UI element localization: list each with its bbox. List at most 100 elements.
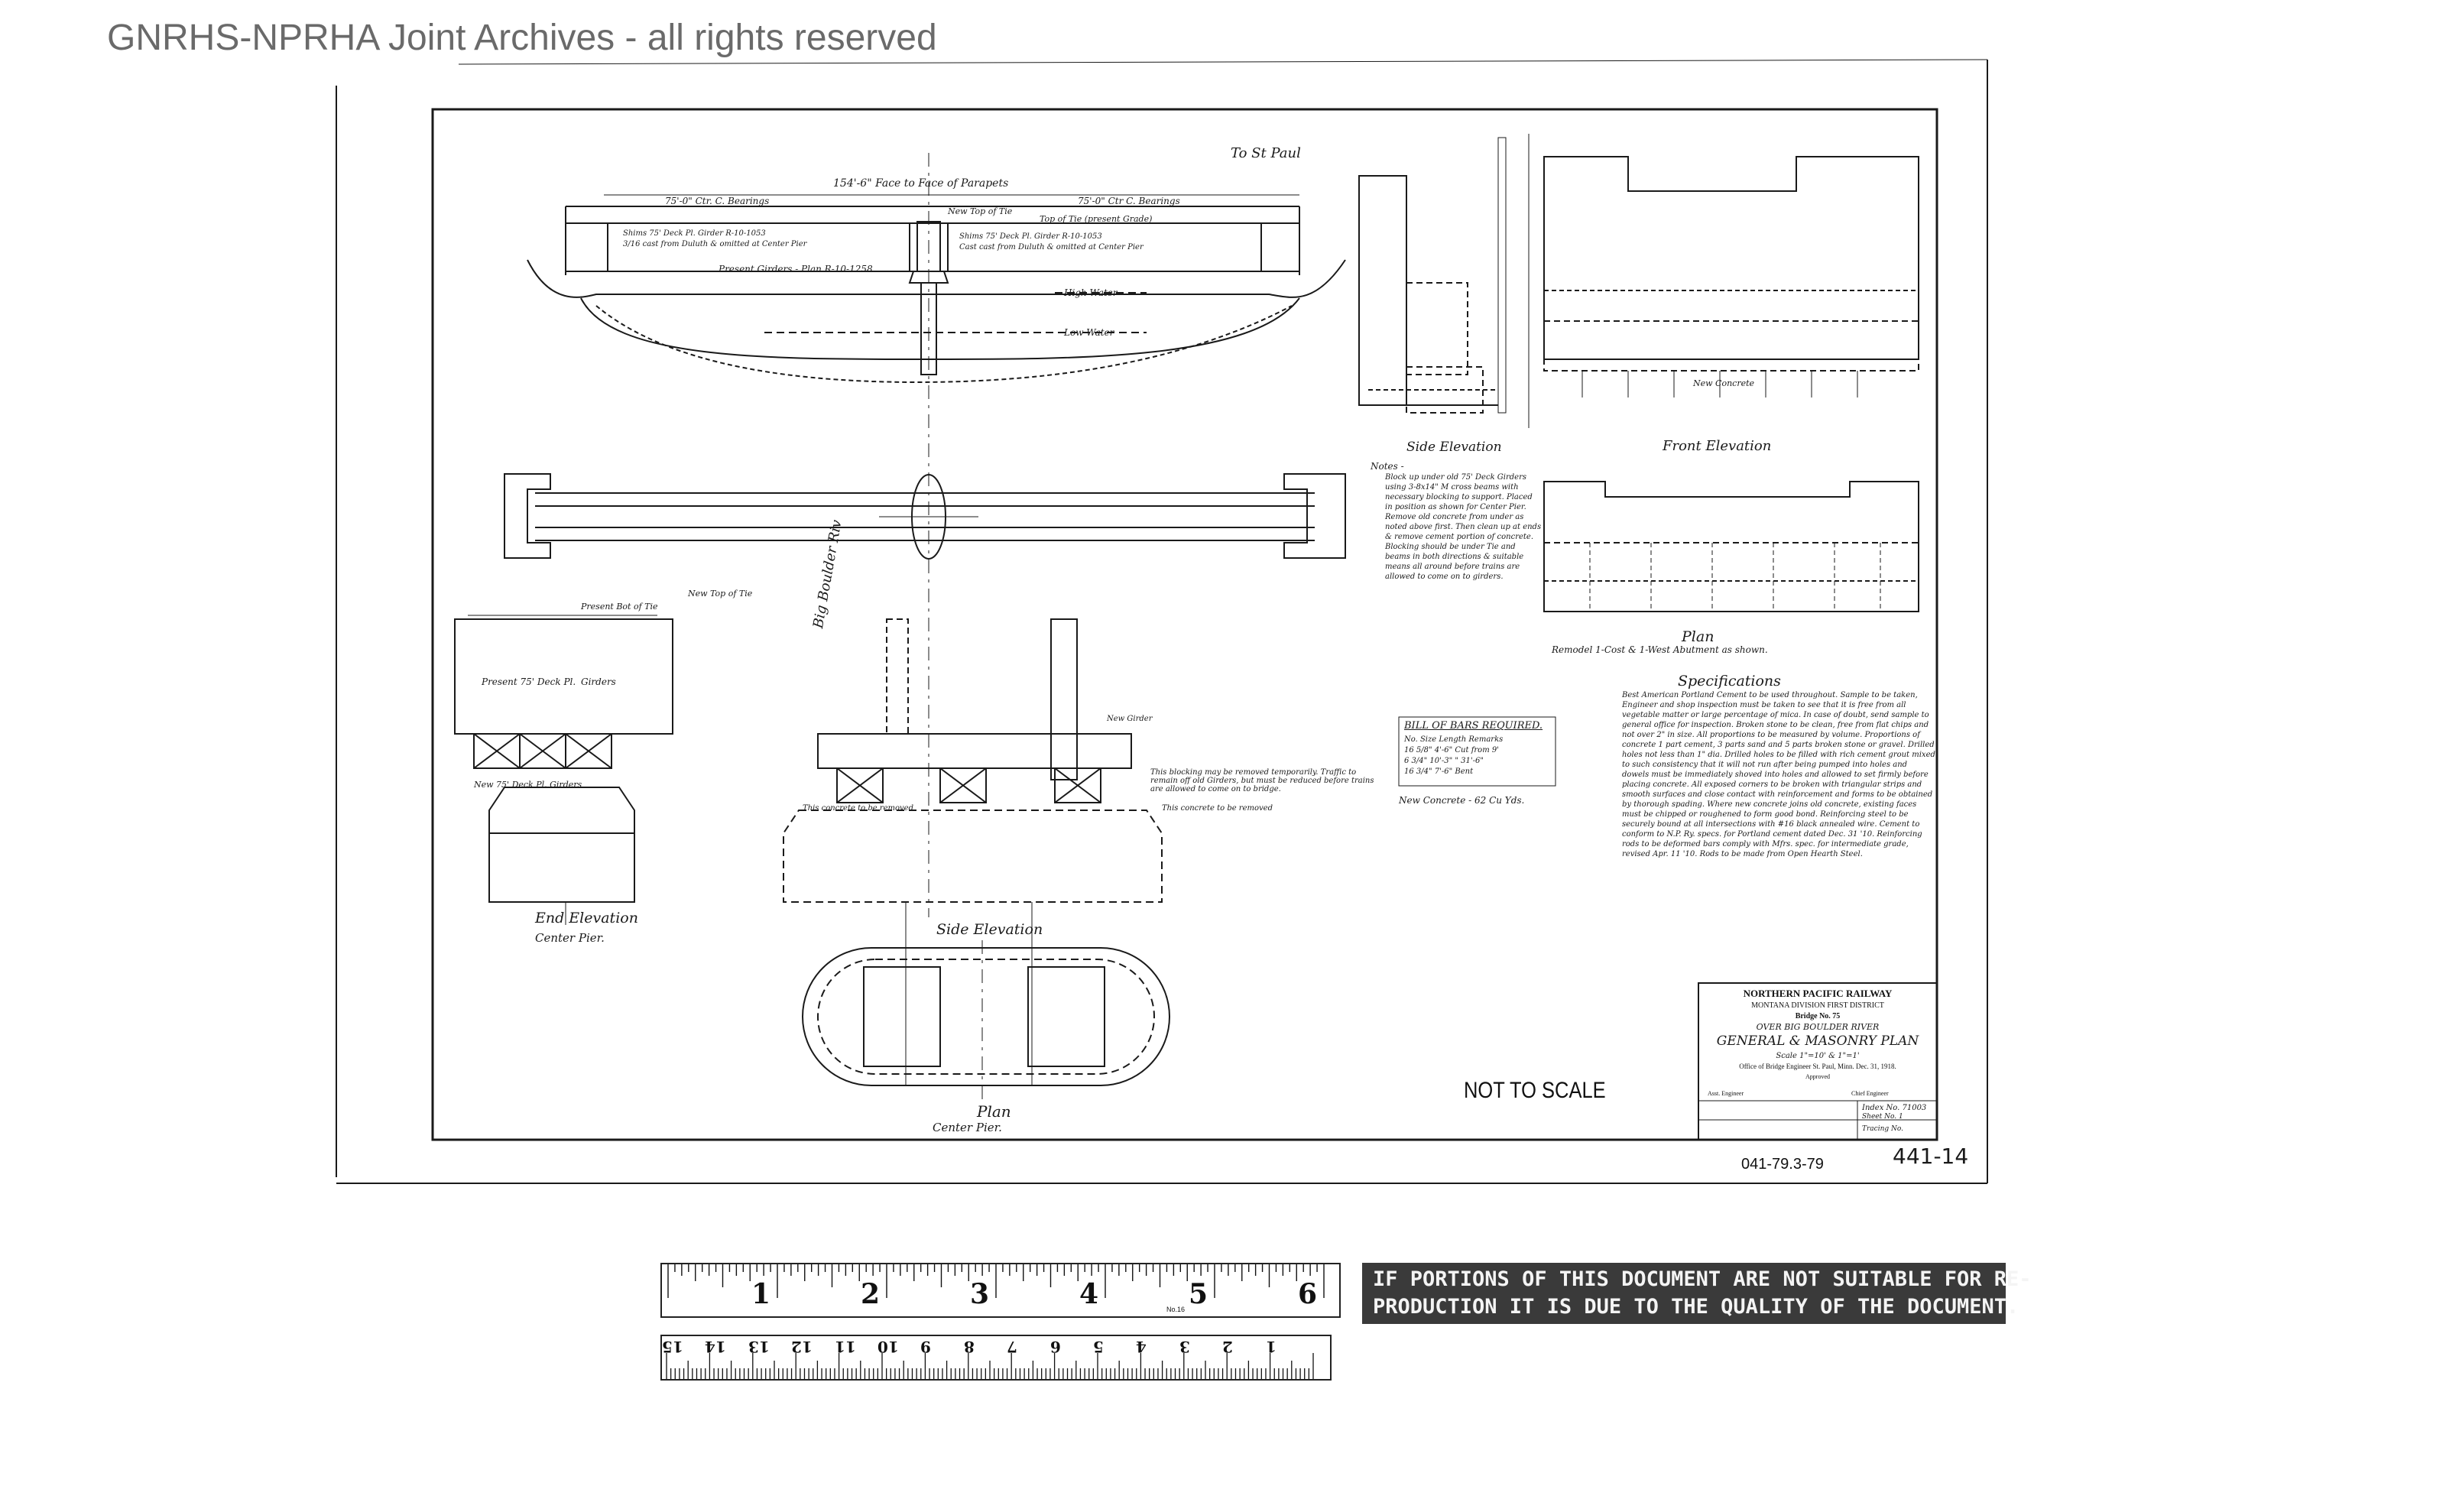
notes-body: Block up under old 75' Deck Girders usin…	[1385, 473, 1542, 581]
inch-ruler: /* ticks drawn below */ 1 2 3 4 5 6 No.16	[660, 1263, 1341, 1318]
plan-pier-sub-label: Center Pier.	[933, 1121, 1002, 1134]
cm-label: 8	[963, 1338, 975, 1356]
side-elevation-pier-label: Side Elevation	[936, 921, 1043, 938]
notice-line-1: IF PORTIONS OF THIS DOCUMENT ARE NOT SUI…	[1373, 1267, 2032, 1291]
bridge-number: Bridge No. 75	[1795, 1012, 1841, 1020]
new-top-tie-pier-label: New Top of Tie	[688, 589, 753, 599]
pier-side-elevation	[783, 618, 1163, 1085]
bill-of-bars-box	[1398, 716, 1556, 787]
remodel-note: Remodel 1-Cost & 1-West Abutment as show…	[1552, 644, 1768, 655]
notes-label: Notes -	[1371, 461, 1404, 472]
inch-label: 1	[751, 1278, 771, 1310]
drawing-title: GENERAL & MASONRY PLAN	[1716, 1033, 1919, 1049]
girder-note-right-2: Cast cast from Duluth & omitted at Cente…	[959, 243, 1144, 251]
inch-ruler-ticks: /* ticks drawn below */	[667, 1264, 1325, 1298]
blocking-note: This blocking may be removed temporarily…	[1150, 768, 1374, 793]
remove-concrete-note: This concrete to be removed	[1162, 804, 1273, 813]
index-number: Index No. 71003	[1862, 1104, 1927, 1112]
center-pier-label: Center Pier.	[535, 931, 605, 945]
present-bot-tie-label: Present Bot of Tie	[581, 602, 658, 612]
concrete-removed-note: This concrete to be removed	[803, 804, 913, 813]
bill-row: 6 3/4" 10'-3" " 31'-6"	[1404, 757, 1484, 765]
span-center-label: 154'-6" Face to Face of Parapets	[833, 177, 1009, 190]
pier-end-elevation	[454, 615, 673, 925]
cm-label: 10	[878, 1338, 899, 1356]
inch-label: 3	[970, 1278, 990, 1310]
asst-engineer-label: Asst. Engineer	[1708, 1090, 1744, 1097]
drawing-scale: Scale 1"=10' & 1"=1'	[1776, 1052, 1860, 1060]
new-concrete-quantity: New Concrete - 62 Cu Yds.	[1399, 795, 1525, 806]
girder-plan	[504, 473, 1346, 560]
girder-note-right-1: Shims 75' Deck Pl. Girder R-10-1053	[959, 232, 1102, 241]
office-date: Office of Bridge Engineer St. Paul, Minn…	[1739, 1063, 1896, 1070]
notice-line-2: PRODUCTION IT IS DUE TO THE QUALITY OF T…	[1373, 1295, 2019, 1319]
present-girders-label: Present 75' Deck Pl.	[482, 677, 576, 687]
ruler-brand: No.16	[1166, 1306, 1186, 1313]
cm-label: 15	[662, 1338, 683, 1356]
bridge-elevation	[527, 153, 1346, 917]
new-girder-label: New Girder	[1107, 715, 1153, 723]
plan-pier-label: Plan	[977, 1102, 1011, 1121]
cm-label: 3	[1179, 1338, 1190, 1356]
present-girder-plan-label: Present Girders - Plan R-10-1258	[719, 264, 873, 274]
inch-label: 6	[1298, 1278, 1318, 1310]
over-river: OVER BIG BOULDER RIVER	[1756, 1022, 1880, 1032]
pier-plan	[802, 940, 1170, 1101]
cm-label: 5	[1093, 1338, 1104, 1356]
span-right-label: 75'-0" Ctr C. Bearings	[1078, 196, 1180, 206]
not-to-scale-stamp: NOT TO SCALE	[1464, 1078, 1606, 1103]
to-st-paul-label: To St Paul	[1231, 145, 1301, 161]
new-deck-girders-label: New 75' Deck Pl. Girders	[474, 780, 582, 790]
new-concrete-label: New Concrete	[1693, 378, 1755, 388]
cm-label: 4	[1136, 1338, 1147, 1356]
approved-label: Approved	[1805, 1073, 1830, 1080]
abutment-plan	[1543, 481, 1919, 612]
drawing-border	[431, 108, 1938, 1141]
archive-watermark: GNRHS-NPRHA Joint Archives - all rights …	[107, 18, 937, 58]
girder-note-left-1: Shims 75' Deck Pl. Girder R-10-1053	[623, 229, 766, 238]
title-block-frame	[1698, 982, 1938, 1140]
railway-name: NORTHERN PACIFIC RAILWAY	[1743, 988, 1893, 999]
inch-label: 4	[1079, 1278, 1099, 1310]
end-elevation-label: End Elevation	[535, 910, 638, 926]
girder-note-left-2: 3/16 cast from Duluth & omitted at Cente…	[623, 240, 807, 248]
cm-label: 6	[1049, 1338, 1061, 1356]
high-water-label: High Water	[1064, 287, 1118, 298]
span-left-label: 75'-0" Ctr. C. Bearings	[665, 196, 770, 206]
reproduction-notice: IF PORTIONS OF THIS DOCUMENT ARE NOT SUI…	[1362, 1263, 2032, 1324]
sheet-number: 441-14	[1893, 1144, 1969, 1169]
cm-label: 12	[791, 1338, 813, 1356]
document-number: 041-79.3-79	[1741, 1156, 1824, 1173]
sheet-top-edge	[458, 59, 1988, 65]
cm-label: 14	[705, 1338, 727, 1356]
new-top-tie-label: New Top of Tie	[948, 206, 1013, 216]
bill-row: 16 5/8" 4'-6" Cut from 9'	[1404, 746, 1499, 754]
chief-engineer-label: Chief Engineer	[1851, 1090, 1889, 1097]
cm-ruler-ticks	[666, 1353, 1314, 1379]
cm-label: 2	[1222, 1338, 1234, 1356]
present-grade-label: Top of Tie (present Grade)	[1040, 214, 1153, 224]
bill-header: No. Size Length Remarks	[1404, 735, 1504, 744]
front-elevation-label: Front Elevation	[1663, 438, 1772, 454]
division-name: MONTANA DIVISION FIRST DISTRICT	[1751, 1001, 1884, 1010]
abutment-side-elevation	[1358, 137, 1507, 414]
inch-label: 5	[1189, 1278, 1208, 1310]
side-elevation-abut-label: Side Elevation	[1406, 440, 1502, 455]
cm-label: 7	[1007, 1338, 1018, 1356]
plan-abut-label: Plan	[1682, 628, 1714, 645]
specifications-title: Specifications	[1678, 673, 1781, 689]
sheet-number-box: Sheet No. 1	[1862, 1113, 1903, 1121]
title-block: NORTHERN PACIFIC RAILWAY MONTANA DIVISIO…	[1698, 986, 1937, 1101]
inch-label: 2	[861, 1278, 881, 1310]
cm-label: 11	[834, 1338, 856, 1356]
specifications-body: Best American Portland Cement to be used…	[1622, 691, 1935, 858]
bill-row: 16 3/4" 7'-6" Bent	[1404, 767, 1474, 776]
low-water-label: Low Water	[1064, 327, 1114, 338]
cm-label: 1	[1265, 1338, 1277, 1356]
bill-of-bars-title: BILL OF BARS REQUIRED.	[1404, 720, 1543, 732]
abutment-front-elevation	[1528, 134, 1919, 428]
girders-label: Girders	[581, 677, 616, 687]
cm-label: 9	[920, 1338, 932, 1356]
